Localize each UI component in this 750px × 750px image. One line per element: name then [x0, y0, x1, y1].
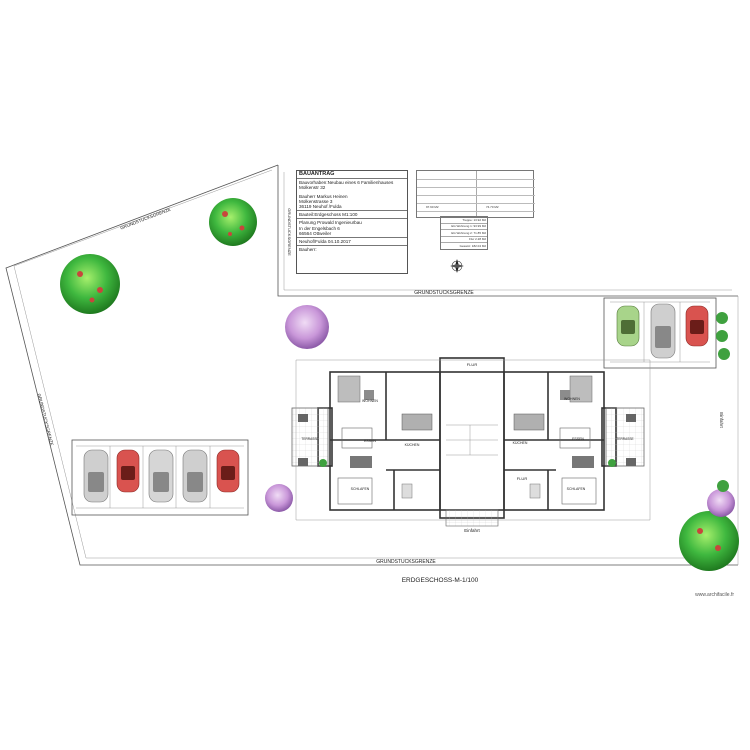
- project-line-2: Molkenstr 32: [299, 185, 326, 191]
- place-date: Neuhof/Fulda 04.10.2017: [299, 239, 351, 245]
- project-line-1: Bauvorhaben:Neubau eines 6 Familienhause…: [299, 180, 394, 186]
- car-3: [148, 449, 174, 503]
- label-flur-bottom: FLUR: [517, 476, 528, 481]
- watermark: www.archifacile.fr: [695, 592, 734, 598]
- signature-label: Bauherr:: [299, 247, 317, 253]
- building-floor-plan: [291, 357, 651, 527]
- summary-row: Treppe: 13.92 M2: [441, 217, 487, 224]
- label-wohnen-right: WOHNEN: [564, 397, 580, 401]
- summary-row: EG Wohnung 1: 93.99 M2: [441, 224, 487, 231]
- shrub-lilac-2: [265, 484, 293, 512]
- label-kueche-left: KÜCHEN: [405, 443, 420, 447]
- owner-line-2: Molkenstrasse 3: [299, 198, 333, 204]
- tree-1: [209, 198, 257, 246]
- label-einfahrt-bottom: Einfahrt: [464, 528, 480, 533]
- boundary-label-bottom: GRUNDSTUCKSGRENZE: [376, 559, 436, 565]
- boundary-label-diagonal: GRUNDSTUCKSGRENZE: [120, 207, 172, 231]
- car-2: [116, 449, 140, 493]
- area-total-right: 74.70 M2: [486, 205, 499, 209]
- parking-left: [71, 439, 249, 516]
- planner-line-1: Planung Prowald Ingenieurbau: [299, 220, 362, 226]
- boundary-label-top-right: GRUNDSTUCKSGRENZE: [287, 208, 292, 256]
- label-essen-right: ESSEN: [572, 437, 584, 441]
- tree-2: [60, 254, 120, 314]
- label-einfahrt-right: Einfahrt: [719, 412, 724, 428]
- label-schlafen-right: SCHLAFEN: [567, 487, 586, 491]
- area-total-left: 97.90 M2: [426, 205, 439, 209]
- label-wohnen-left: WOHNEN: [362, 399, 378, 403]
- plan-title: ERDGESCHOSS-M-1/100: [402, 577, 479, 584]
- car-8: [685, 305, 709, 347]
- owner-line-1: Bauherr Markus Heinen: [299, 193, 348, 199]
- property-boundary: [5, 164, 739, 566]
- north-arrow-icon: [450, 259, 464, 273]
- summary-row: EG Wohnung 2: 71.85 M2: [441, 230, 487, 237]
- parking-right: [603, 297, 717, 369]
- label-flur-top: FLUR: [467, 362, 478, 367]
- planner-line-3: 66564 Ottweiler: [299, 230, 332, 236]
- shrub-lilac-3: [707, 489, 735, 517]
- title-block: BAUANTRAG Bauvorhaben:Neubau eines 6 Fam…: [296, 170, 408, 274]
- furniture: [298, 375, 636, 505]
- summary-row: Flur 2.28 M2: [441, 237, 487, 244]
- tree-3: [679, 511, 739, 571]
- car-1: [83, 449, 109, 503]
- car-5: [216, 449, 240, 493]
- summary-row: Gesamt: 182.04 M2: [459, 243, 486, 248]
- title-block-title: BAUANTRAG: [299, 171, 335, 177]
- summary-table: Treppe: 13.92 M2 EG Wohnung 1: 93.99 M2 …: [440, 216, 488, 250]
- label-terrasse-left: TERRASSE: [301, 437, 318, 441]
- shrub-lilac-1: [285, 305, 329, 349]
- car-6: [616, 305, 640, 347]
- planner-line-2: In der Engelsbach 6: [299, 225, 340, 231]
- boundary-label-top: GRUNDSTUCKSGRENZE: [414, 290, 474, 296]
- label-essen-left: ESSEN: [364, 439, 376, 443]
- car-4: [182, 449, 208, 503]
- label-kueche-right: KÜCHEN: [513, 441, 528, 445]
- sheet-label: Bauteil:Erdgeschoss M1:100: [299, 212, 358, 218]
- owner-line-3: 36119 Neuhof /Fulda: [299, 204, 342, 210]
- small-plants: [319, 459, 616, 467]
- plant-right-hedge: [716, 312, 730, 492]
- area-table-grid: [416, 170, 535, 218]
- area-table: 97.90 M2 74.70 M2: [416, 170, 535, 260]
- label-schlafen-left: SCHLAFEN: [351, 487, 370, 491]
- label-terrasse-right: TERRASSE: [616, 437, 633, 441]
- car-7: [650, 303, 676, 359]
